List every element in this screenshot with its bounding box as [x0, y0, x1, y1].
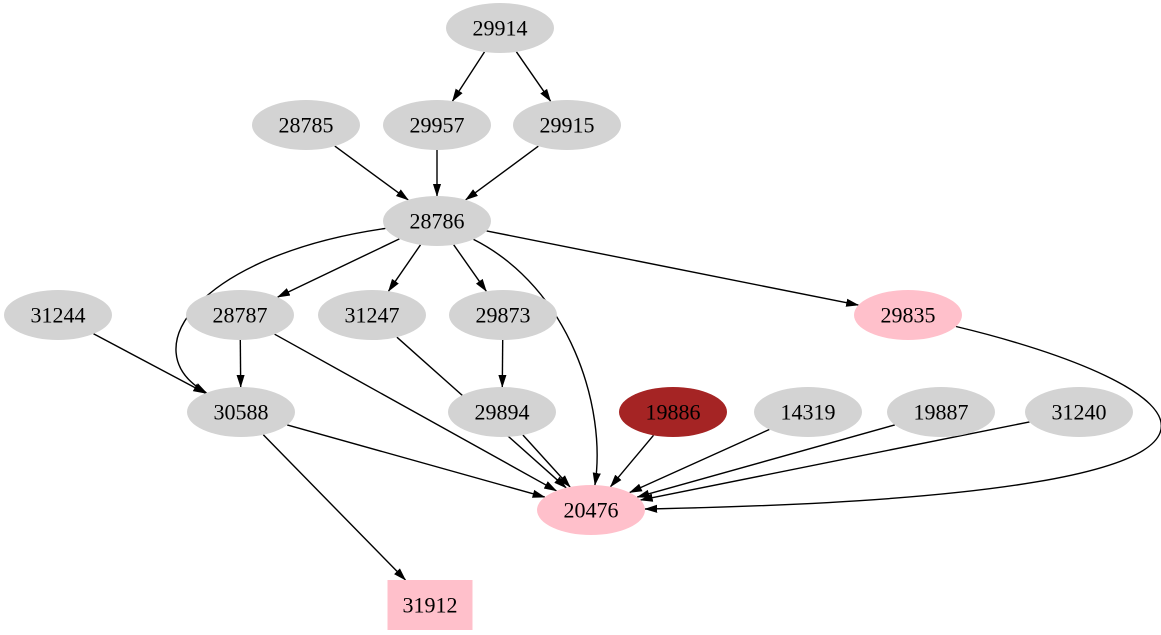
- edge-28786-to-29873: [453, 244, 487, 292]
- node-label: 29914: [473, 16, 528, 41]
- node-label: 30588: [214, 400, 269, 425]
- edge-19887-to-20476: [636, 424, 895, 498]
- node-label: 31244: [31, 303, 86, 328]
- graph-node-19887: 19887: [887, 387, 995, 437]
- edge-29835-to-20476: [644, 325, 1161, 513]
- node-ellipse-shape: [187, 387, 295, 437]
- edge-31240-to-20476: [639, 421, 1030, 502]
- node-label: 20476: [564, 498, 619, 523]
- node-label: 28786: [410, 209, 465, 234]
- node-ellipse-shape: [619, 387, 727, 437]
- graph-node-31247: 31247: [318, 290, 426, 340]
- node-ellipse-shape: [854, 290, 962, 340]
- edge-14319-to-20476: [628, 428, 770, 494]
- node-label: 29894: [475, 400, 530, 425]
- edge-28786-to-20476: [473, 238, 601, 486]
- node-label: 29873: [476, 303, 531, 328]
- graph-node-31240: 31240: [1025, 387, 1133, 437]
- edge-30588-to-31912: [262, 434, 407, 581]
- node-ellipse-shape: [318, 290, 426, 340]
- node-label: 19887: [914, 400, 969, 425]
- edge-30588-to-20476: [287, 424, 546, 498]
- graph-node-28786: 28786: [383, 196, 491, 246]
- node-ellipse-shape: [383, 196, 491, 246]
- node-ellipse-shape: [252, 100, 360, 150]
- graph-node-29873: 29873: [449, 290, 557, 340]
- node-label: 31912: [403, 593, 458, 618]
- node-ellipse-shape: [448, 387, 556, 437]
- node-ellipse-shape: [4, 290, 112, 340]
- graph-node-20476: 20476: [537, 485, 645, 535]
- node-label: 14319: [781, 400, 836, 425]
- node-ellipse-shape: [383, 100, 491, 150]
- graph-node-30588: 30588: [187, 387, 295, 437]
- edges-layer: [93, 51, 1161, 581]
- edge-29914-to-29915: [515, 51, 552, 102]
- nodes-layer: 29914 28785 29957 29915 28786 31244 28787 31247…: [4, 3, 1133, 630]
- node-ellipse-shape: [537, 485, 645, 535]
- graph-node-29894: 29894: [448, 387, 556, 437]
- graph-node-29914: 29914: [446, 3, 554, 53]
- edge-28787-to-20476: [274, 333, 558, 492]
- node-label: 28787: [213, 303, 268, 328]
- graph-node-14319: 14319: [754, 387, 862, 437]
- edge-28785-to-28786: [334, 145, 409, 201]
- graph-node-19886: 19886: [619, 387, 727, 437]
- edge-28786-to-31247: [387, 244, 422, 292]
- graph-node-31244: 31244: [4, 290, 112, 340]
- edge-19886-to-20476: [609, 434, 655, 488]
- node-ellipse-shape: [1025, 387, 1133, 437]
- edge-29894-to-20476: [522, 434, 571, 488]
- graph-node-29835: 29835: [854, 290, 962, 340]
- node-ellipse-shape: [754, 387, 862, 437]
- edge-31244-to-30588: [93, 333, 207, 394]
- graph-node-28787: 28787: [186, 290, 294, 340]
- node-label: 28785: [279, 113, 334, 138]
- node-ellipse-shape: [446, 3, 554, 53]
- edge-28786-to-28787: [276, 238, 400, 298]
- node-label: 29835: [881, 303, 936, 328]
- node-label: 31247: [345, 303, 400, 328]
- node-ellipse-shape: [449, 290, 557, 340]
- node-ellipse-shape: [186, 290, 294, 340]
- graph-node-29957: 29957: [383, 100, 491, 150]
- graph-node-28785: 28785: [252, 100, 360, 150]
- edge-29915-to-28786: [465, 145, 539, 201]
- node-label: 29957: [410, 113, 465, 138]
- node-label: 19886: [646, 400, 701, 425]
- graph-node-29915: 29915: [513, 100, 621, 150]
- node-box-shape: [387, 580, 473, 630]
- node-label: 31240: [1052, 400, 1107, 425]
- graph-node-31912: 31912: [387, 580, 473, 630]
- node-ellipse-shape: [513, 100, 621, 150]
- edge-28786-to-29835: [486, 230, 860, 307]
- edge-29914-to-29957: [451, 51, 486, 102]
- node-label: 29915: [540, 113, 595, 138]
- node-ellipse-shape: [887, 387, 995, 437]
